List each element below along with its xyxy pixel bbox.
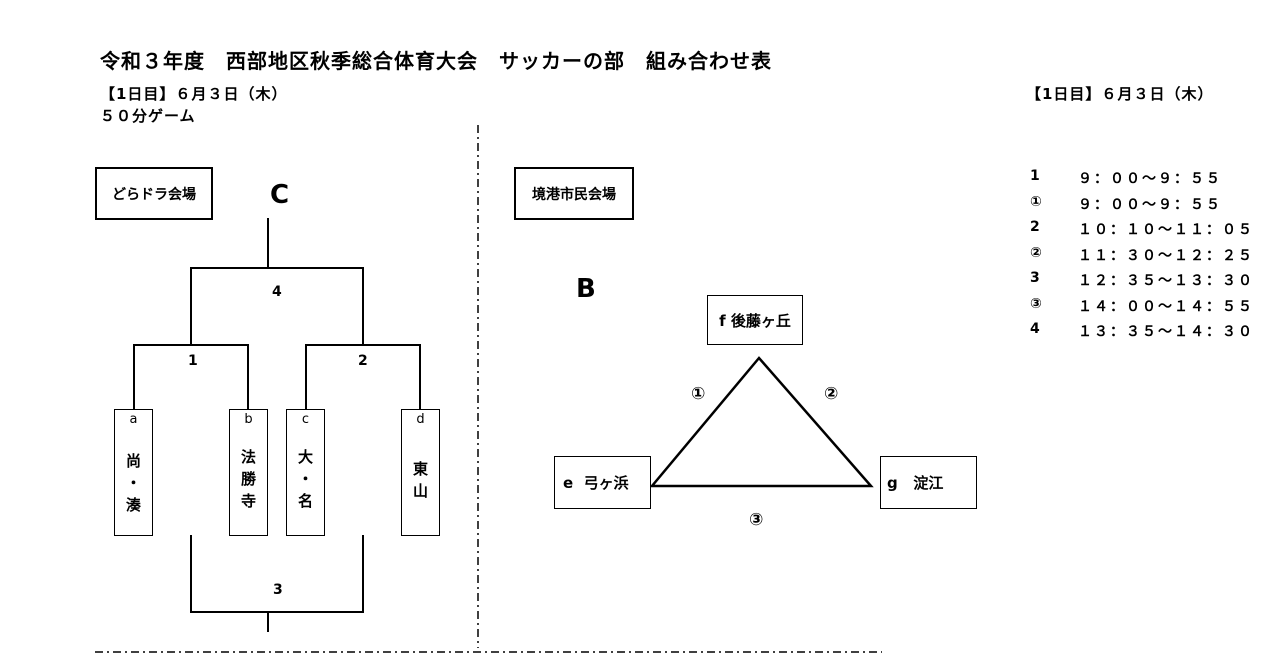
schedule-row: ① ９：００～９：５５ bbox=[1030, 194, 1254, 220]
match-no: ① bbox=[1030, 193, 1044, 210]
team-box-a: a 尚 ・ 湊 bbox=[114, 409, 153, 536]
schedule-row: ③ １４：００～１４：５５ bbox=[1030, 296, 1254, 322]
day-label-left: 【1日目】６月３日（木） bbox=[100, 85, 288, 103]
match-number-2: 2 bbox=[358, 353, 368, 369]
game-length-label: ５０分ゲーム bbox=[100, 107, 196, 125]
team-code: b bbox=[244, 412, 253, 427]
group-c-letter: C bbox=[270, 180, 290, 210]
team-code: a bbox=[129, 412, 138, 427]
match-no: 4 bbox=[1030, 321, 1042, 337]
match-no: 3 bbox=[1030, 270, 1042, 286]
schedule-row: 2 １０：１０～１１：０５ bbox=[1030, 219, 1254, 245]
match-no: 1 bbox=[1030, 168, 1042, 184]
match-no: 2 bbox=[1030, 219, 1042, 235]
venue-c-label: どらドラ会場 bbox=[95, 167, 213, 220]
schedule-row: 1 ９：００～９：５５ bbox=[1030, 168, 1254, 194]
match-number-circle-1: ① bbox=[691, 384, 706, 404]
match-time: １３：３５～１４：３０ bbox=[1078, 324, 1254, 340]
match-number-4: 4 bbox=[272, 284, 282, 300]
team-box-b: b 法 勝 寺 bbox=[229, 409, 268, 536]
team-name: 大 ・ 名 bbox=[297, 448, 313, 510]
match-number-1: 1 bbox=[188, 353, 198, 369]
group-b-triangle bbox=[649, 356, 874, 488]
match-no: ③ bbox=[1030, 295, 1044, 312]
match-time: ９：００～９：５５ bbox=[1078, 171, 1222, 187]
group-b-letter: B bbox=[576, 274, 596, 304]
match-time: １０：１０～１１：０５ bbox=[1078, 222, 1254, 238]
venue-b-label: 境港市民会場 bbox=[514, 167, 634, 220]
match-number-circle-3: ③ bbox=[749, 510, 764, 530]
match-number-circle-2: ② bbox=[824, 384, 839, 404]
team-box-c: c 大 ・ 名 bbox=[286, 409, 325, 536]
team-code: c bbox=[301, 412, 310, 427]
schedule-row: 3 １２：３５～１３：３０ bbox=[1030, 270, 1254, 296]
day-label-right: 【1日目】６月３日（木） bbox=[1026, 85, 1214, 103]
match-number-3: 3 bbox=[273, 582, 283, 598]
page-title: 令和３年度 西部地区秋季総合体育大会 サッカーの部 組み合わせ表 bbox=[100, 49, 772, 73]
team-name: 東 山 bbox=[412, 460, 428, 500]
team-box-d: d 東 山 bbox=[401, 409, 440, 536]
schedule-row: 4 １３：３５～１４：３０ bbox=[1030, 321, 1254, 347]
group-c-bracket bbox=[133, 218, 421, 632]
team-name: 尚 ・ 湊 bbox=[125, 452, 141, 514]
match-time: １２：３５～１３：３０ bbox=[1078, 273, 1254, 289]
match-time: ９：００～９：５５ bbox=[1078, 196, 1222, 213]
team-code: d bbox=[416, 412, 425, 427]
team-box-e: e 弓ヶ浜 bbox=[554, 456, 651, 509]
match-time: １４：００～１４：５５ bbox=[1078, 298, 1254, 315]
team-name: 法 勝 寺 bbox=[240, 448, 256, 510]
team-box-g: g 淀江 bbox=[880, 456, 977, 509]
schedule-row: ② １１：３０～１２：２５ bbox=[1030, 245, 1254, 271]
match-no: ② bbox=[1030, 244, 1044, 261]
match-time: １１：３０～１２：２５ bbox=[1078, 247, 1254, 264]
team-box-f: f 後藤ヶ丘 bbox=[707, 295, 803, 345]
schedule-list: 1 ９：００～９：５５ ① ９：００～９：５５ 2 １０：１０～１１：０５ ② １１：３… bbox=[1030, 168, 1254, 347]
